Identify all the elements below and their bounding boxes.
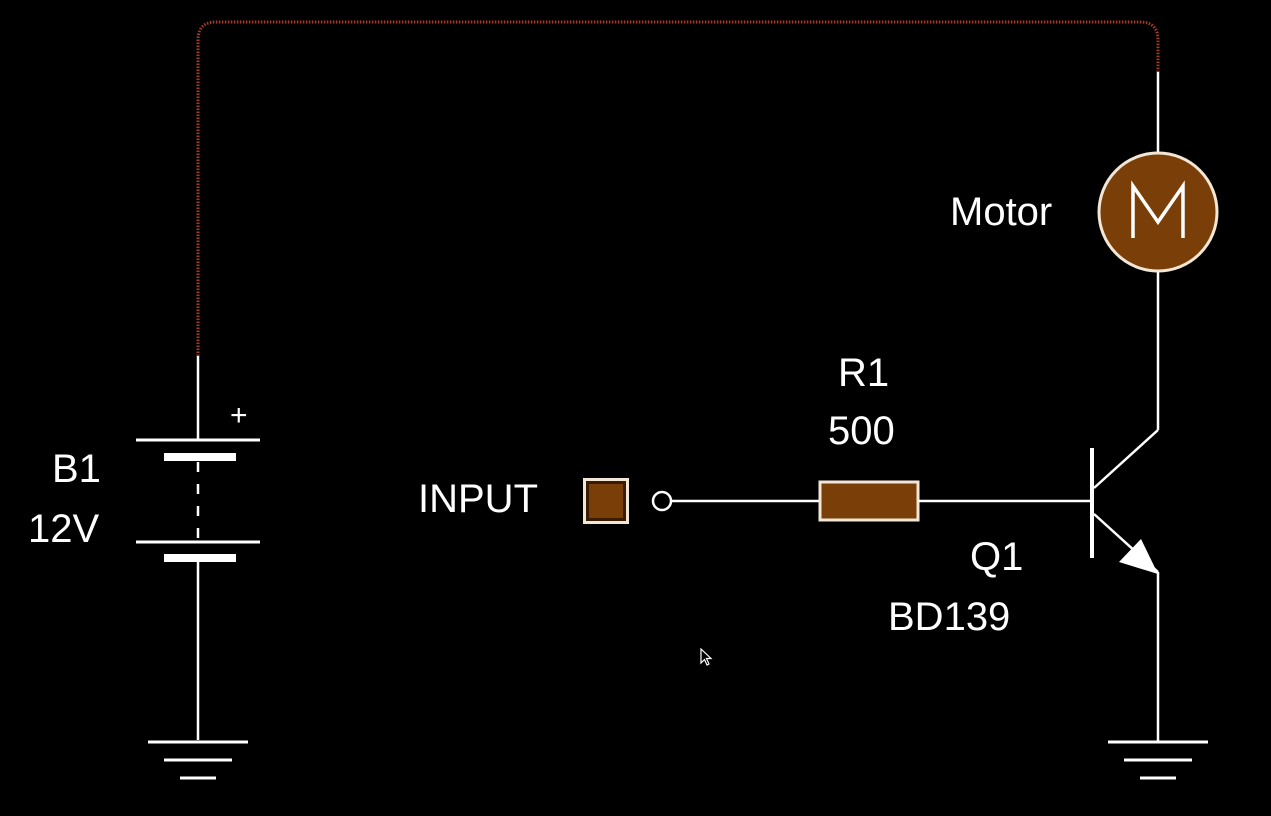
transistor-name-label: Q1 [970,535,1023,579]
ground-symbol-left [148,740,248,780]
resistor-name-label: R1 [838,351,889,395]
transistor-value-label: BD139 [888,595,1010,639]
input-toggle-button[interactable] [583,478,629,524]
battery-value-label: 12V [28,507,99,551]
ground-symbol-right [1108,740,1208,780]
resistor-value-label: 500 [828,409,895,453]
resistor-r1[interactable] [818,480,920,522]
transistor-q1[interactable] [1090,429,1159,574]
input-terminal[interactable] [651,490,673,512]
battery-b1[interactable] [136,356,260,740]
battery-name-label: B1 [52,447,101,491]
input-label: INPUT [418,477,538,521]
battery-plus-sign: + [230,399,248,432]
supply-wire[interactable] [196,20,1160,356]
motor-label: Motor [950,190,1052,234]
motor-m-glyph [1131,180,1185,238]
mouse-cursor-icon [700,648,713,666]
motor[interactable] [1097,151,1219,273]
